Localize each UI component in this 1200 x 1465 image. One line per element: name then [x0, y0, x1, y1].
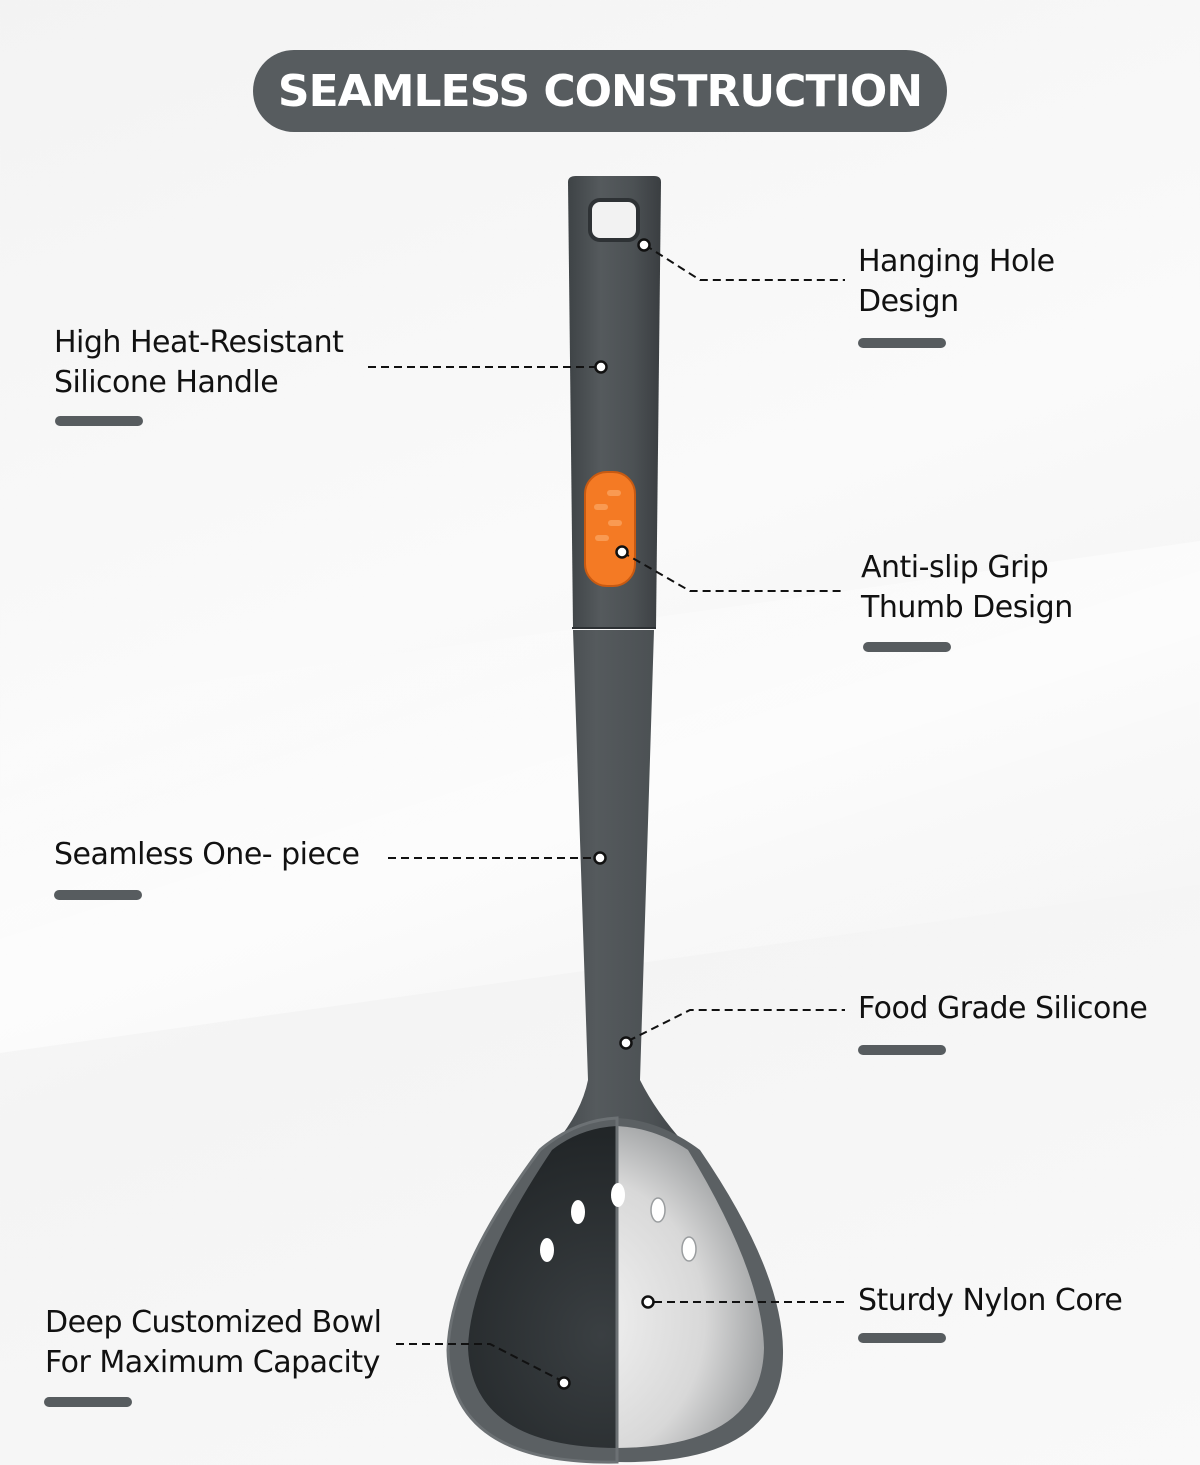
callout-text: Hanging Hole: [858, 244, 1055, 279]
callout-deep-bowl: Deep Customized Bowl For Maximum Capacit…: [45, 1303, 382, 1383]
dot-handle: [594, 360, 608, 374]
callout-text: Deep Customized Bowl: [45, 1305, 382, 1340]
ladle-bowl: [446, 1116, 784, 1464]
dot-grip: [615, 545, 629, 559]
callout-text: Seamless One- piece: [54, 837, 360, 872]
callout-anti-slip-grip: Anti-slip Grip Thumb Design: [861, 548, 1073, 628]
callout-underline: [44, 1397, 132, 1407]
leader-lines: [368, 244, 845, 1381]
callout-food-grade-silicone: Food Grade Silicone: [858, 989, 1148, 1029]
callout-underline: [54, 890, 142, 900]
dot-hanging-hole: [637, 238, 651, 252]
page-title: SEAMLESS CONSTRUCTION: [277, 65, 923, 117]
callout-heat-resistant-handle: High Heat-Resistant Silicone Handle: [54, 323, 344, 403]
callout-hanging-hole: Hanging Hole Design: [858, 242, 1055, 322]
callout-underline: [858, 1333, 946, 1343]
dot-bowl: [557, 1376, 571, 1390]
dot-food-grade: [619, 1036, 633, 1050]
callout-text: Sturdy Nylon Core: [858, 1283, 1123, 1318]
callout-underline: [858, 1045, 946, 1055]
callout-sturdy-nylon-core: Sturdy Nylon Core: [858, 1281, 1123, 1321]
callout-underline: [858, 338, 946, 348]
callout-text: For Maximum Capacity: [45, 1345, 380, 1380]
dot-nylon-core: [641, 1295, 655, 1309]
callout-underline: [55, 416, 143, 426]
anchor-dots: [557, 238, 655, 1390]
callout-text: Food Grade Silicone: [858, 991, 1148, 1026]
callout-text: Silicone Handle: [54, 365, 279, 400]
dot-one-piece: [593, 851, 607, 865]
title-banner: SEAMLESS CONSTRUCTION: [253, 50, 947, 132]
callout-text: Design: [858, 284, 959, 319]
callout-text: Thumb Design: [861, 590, 1073, 625]
callout-text: High Heat-Resistant: [54, 325, 344, 360]
callout-underline: [863, 642, 951, 652]
callout-text: Anti-slip Grip: [861, 550, 1049, 585]
handle-top: [568, 176, 661, 628]
callout-seamless-one-piece: Seamless One- piece: [54, 835, 360, 875]
